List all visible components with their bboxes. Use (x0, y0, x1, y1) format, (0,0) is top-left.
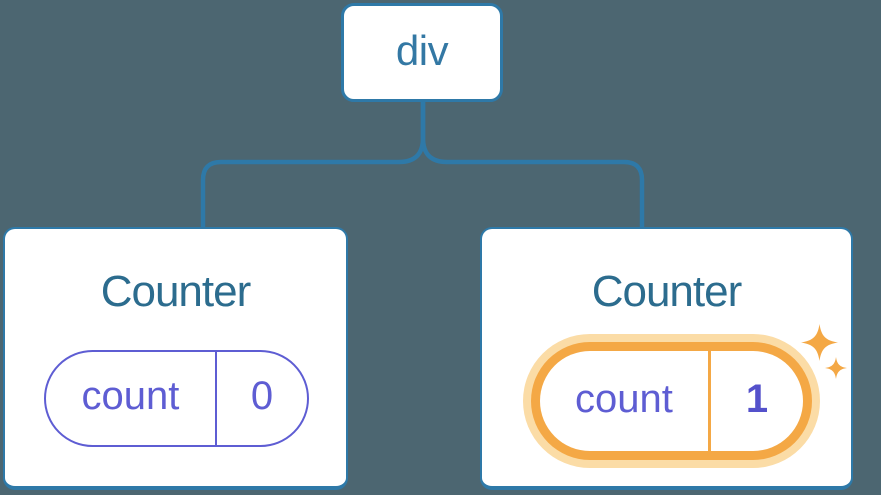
state-value-label: 1 (745, 376, 769, 421)
state-pill: count 1 (540, 351, 803, 451)
state-key-label: count (575, 376, 673, 421)
state-pill-highlight-ring: count 1 (531, 342, 812, 460)
counter-card-right: Counter count 1 (480, 227, 853, 490)
state-key-label: count (81, 374, 180, 418)
state-key-cell: count (46, 352, 217, 445)
state-value-cell: 0 (217, 352, 307, 445)
root-node-label: div (395, 26, 449, 74)
component-title: Counter (100, 267, 252, 316)
component-title: Counter (591, 267, 743, 316)
state-value-label: 0 (250, 374, 274, 418)
state-pill-highlight-halo: count 1 (523, 334, 820, 468)
counter-card-left: Counter count 0 (3, 227, 348, 490)
state-key-cell: count (540, 351, 711, 451)
state-value-cell: 1 (711, 351, 803, 451)
state-pill: count 0 (44, 350, 309, 447)
root-node-div: div (341, 3, 503, 102)
sparkle-icon (825, 357, 847, 379)
sparkle-icon (801, 324, 838, 361)
